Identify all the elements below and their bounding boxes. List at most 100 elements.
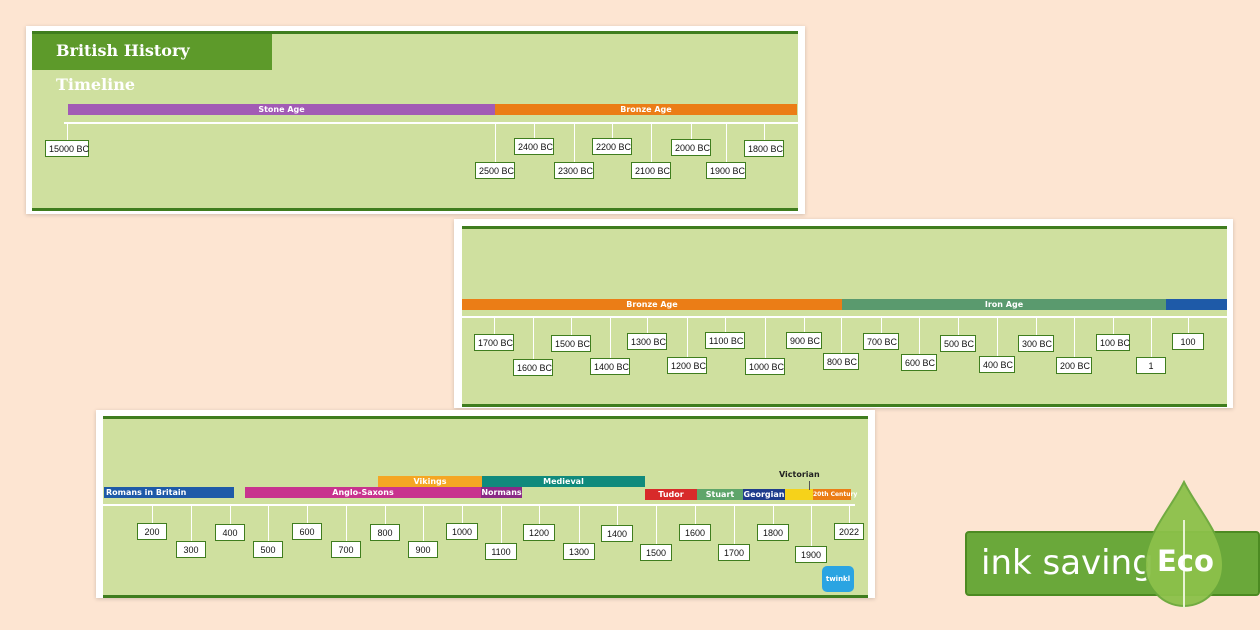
axis-tick xyxy=(1188,316,1189,333)
axis-tick xyxy=(773,506,774,524)
axis-tick xyxy=(539,506,540,524)
axis-tick xyxy=(579,506,580,543)
timeline-date-label: 700 BC xyxy=(863,333,899,350)
band-romans: Romans in Britain xyxy=(104,487,234,498)
axis-tick xyxy=(651,122,652,162)
timeline-card-3: Romans in Britain Anglo-Saxons Vikings N… xyxy=(96,410,875,598)
timeline-date-label: 100 BC xyxy=(1096,334,1130,351)
timeline-date-label: 500 xyxy=(253,541,283,558)
timeline-date-label: 1100 BC xyxy=(705,332,745,349)
band-tudor: Tudor xyxy=(645,489,697,500)
timeline-date-label: 1800 BC xyxy=(744,140,784,157)
axis-tick xyxy=(804,316,805,332)
axis-line-2 xyxy=(462,316,1227,318)
band-vikings: Vikings xyxy=(378,476,482,487)
axis-tick xyxy=(385,506,386,524)
axis-tick xyxy=(495,122,496,162)
timeline-date-label: 1400 BC xyxy=(590,358,630,375)
timeline-date-label: 1800 xyxy=(757,524,789,541)
timeline-date-label: 400 xyxy=(215,524,245,541)
timeline-date-label: 300 xyxy=(176,541,206,558)
ink-saving-text: ink saving xyxy=(981,543,1154,583)
timeline-date-label: 1000 BC xyxy=(745,358,785,375)
axis-tick xyxy=(725,316,726,332)
axis-line-3 xyxy=(103,504,855,506)
timeline-date-label: 2200 BC xyxy=(592,138,632,155)
timeline-date-label: 600 xyxy=(292,523,322,540)
axis-tick xyxy=(1113,316,1114,334)
twinkl-logo: twinkl xyxy=(822,566,854,592)
axis-tick xyxy=(67,122,68,140)
timeline-card-1: British History Timeline Stone Age Bronz… xyxy=(26,26,805,214)
axis-tick xyxy=(919,316,920,354)
axis-tick xyxy=(610,316,611,358)
timeline-date-label: 15000 BC xyxy=(45,140,89,157)
timeline-date-label: 1500 BC xyxy=(551,335,591,352)
axis-tick xyxy=(574,122,575,162)
band-20th-century: 20th Century xyxy=(813,489,858,500)
timeline-date-label: 800 xyxy=(370,524,400,541)
axis-tick xyxy=(691,122,692,139)
timeline-date-label: 1900 BC xyxy=(706,162,746,179)
timeline-date-label: 1200 BC xyxy=(667,357,707,374)
timeline-date-label: 1400 xyxy=(601,525,633,542)
axis-tick xyxy=(307,506,308,523)
axis-tick xyxy=(687,316,688,357)
axis-tick xyxy=(734,506,735,544)
timeline-date-label: 300 BC xyxy=(1018,335,1054,352)
timeline-date-label: 2000 BC xyxy=(671,139,711,156)
timeline-date-label: 500 BC xyxy=(940,335,976,352)
axis-tick xyxy=(268,506,269,541)
timeline-date-label: 1500 xyxy=(640,544,672,561)
axis-tick xyxy=(1151,316,1152,357)
leaf-icon xyxy=(1143,480,1225,608)
band-stone-age: Stone Age xyxy=(68,104,495,115)
axis-tick xyxy=(765,316,766,358)
timeline-date-label: 800 BC xyxy=(823,353,859,370)
axis-tick xyxy=(617,506,618,525)
band-medieval: Medieval xyxy=(482,476,645,487)
axis-tick xyxy=(423,506,424,541)
timeline-date-label: 700 xyxy=(331,541,361,558)
axis-tick xyxy=(997,316,998,356)
axis-tick xyxy=(841,316,842,353)
band-iron-age: Iron Age xyxy=(842,299,1166,310)
axis-tick xyxy=(1036,316,1037,335)
timeline-date-label: 1700 xyxy=(718,544,750,561)
axis-tick xyxy=(881,316,882,333)
axis-tick xyxy=(501,506,502,543)
axis-tick xyxy=(647,316,648,333)
timeline-panel-3 xyxy=(103,416,868,598)
timeline-date-label: 1600 xyxy=(679,524,711,541)
axis-tick xyxy=(656,506,657,544)
axis-tick xyxy=(191,506,192,541)
axis-tick xyxy=(533,316,534,359)
band-roman-start xyxy=(1166,299,1227,310)
band-stuart: Stuart xyxy=(697,489,743,500)
timeline-date-label: 2300 BC xyxy=(554,162,594,179)
timeline-date-label: 1200 xyxy=(523,524,555,541)
band-victorian xyxy=(785,489,813,500)
timeline-date-label: 100 xyxy=(1172,333,1204,350)
timeline-date-label: 1100 xyxy=(485,543,517,560)
band-anglo-saxons: Anglo-Saxons xyxy=(245,487,481,498)
timeline-date-label: 200 xyxy=(137,523,167,540)
page-title: British History Timeline xyxy=(32,34,272,94)
eco-badge: Eco xyxy=(1157,544,1214,578)
timeline-date-label: 2100 BC xyxy=(631,162,671,179)
timeline-date-label: 400 BC xyxy=(979,356,1015,373)
axis-tick xyxy=(849,506,850,523)
axis-tick xyxy=(726,122,727,162)
timeline-date-label: 1000 xyxy=(446,523,478,540)
axis-tick xyxy=(230,506,231,524)
band-bronze-age-2: Bronze Age xyxy=(462,299,842,310)
victorian-label: Victorian xyxy=(779,470,820,479)
timeline-date-label: 1900 xyxy=(795,546,827,563)
band-georgian: Georgian xyxy=(743,489,785,500)
victorian-pointer xyxy=(809,481,810,490)
timeline-date-label: 1300 BC xyxy=(627,333,667,350)
timeline-date-label: 1600 BC xyxy=(513,359,553,376)
axis-tick xyxy=(462,506,463,523)
axis-tick xyxy=(346,506,347,541)
